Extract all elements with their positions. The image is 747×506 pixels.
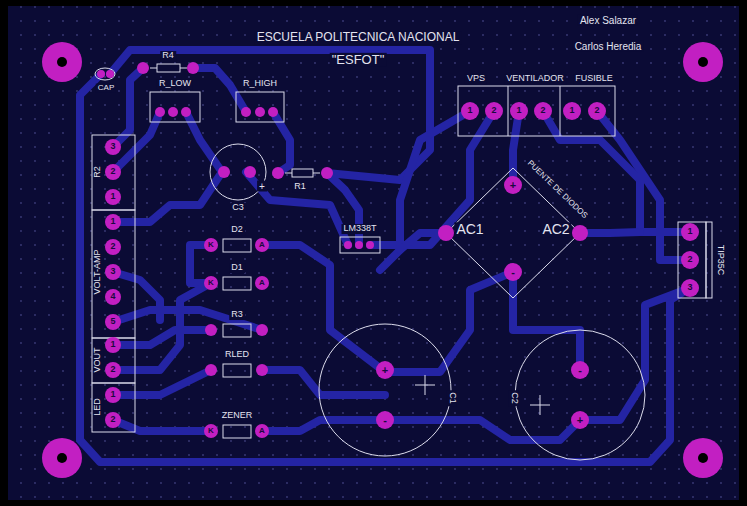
silkscreen-label: R2 [93, 164, 103, 180]
silkscreen-label: FUSIBLE [573, 74, 615, 84]
silkscreen-label: C3 [230, 203, 246, 213]
pad-label: 3 [110, 267, 115, 277]
pad-label: 4 [110, 292, 115, 302]
pad-label: 1 [110, 390, 115, 400]
pad-label: - [511, 266, 515, 278]
silkscreen-label: VOUT [93, 345, 103, 374]
silkscreen-label: AC2 [540, 222, 571, 237]
silkscreen-label: Alex Salazar [578, 15, 638, 26]
silkscreen-label: VOLT-AMP [93, 248, 103, 297]
pad-label: 3 [687, 283, 692, 293]
pad-label: + [510, 179, 516, 191]
silkscreen-label: AC1 [454, 222, 485, 237]
pad-label: 3 [110, 142, 115, 152]
pad-label: - [578, 364, 582, 376]
pad-label: + [577, 414, 583, 426]
silkscreen-label: + [257, 181, 267, 192]
pad-label: 2 [491, 106, 496, 116]
pad-label: 1 [516, 106, 521, 116]
silkscreen-label: D2 [229, 225, 245, 235]
pad-label: 1 [110, 340, 115, 350]
pad-label: 2 [687, 255, 692, 265]
pad-label: 2 [110, 365, 115, 375]
pad-label: 2 [594, 106, 599, 116]
silkscreen-label: "ESFOT" [330, 53, 387, 67]
silkscreen-label: C2 [509, 390, 519, 406]
pad-label: 1 [569, 106, 574, 116]
pad-label: 2 [110, 167, 115, 177]
silkscreen-label: R4 [160, 51, 176, 61]
pad-label: 2 [110, 415, 115, 425]
pad-label: 2 [110, 242, 115, 252]
silkscreen-label: C1 [447, 390, 457, 406]
silkscreen-label: CAP [96, 84, 116, 93]
pad-label: - [383, 414, 387, 426]
silkscreen-label: R_LOW [157, 79, 193, 89]
board-title: ESCUELA POLITECNICA NACIONAL [255, 31, 462, 44]
pad-label: K [208, 241, 214, 250]
pad-label: A [259, 241, 265, 250]
pad-label: K [208, 427, 214, 436]
silkscreen-label: VENTILADOR [504, 74, 566, 84]
pad-label: 1 [467, 106, 472, 116]
pad-label: 5 [110, 317, 115, 327]
pad-label: + [382, 364, 388, 376]
pad-label: A [259, 279, 265, 288]
silkscreen-label: R_HIGH [241, 79, 279, 89]
silkscreen-label: R3 [229, 310, 245, 320]
pad-label: 2 [540, 106, 545, 116]
silkscreen-label: Carlos Heredia [573, 41, 644, 52]
pad-label: 1 [110, 217, 115, 227]
silkscreen-label: LM338T [341, 224, 378, 234]
silkscreen-label: VPS [465, 74, 487, 84]
pad-label: A [259, 427, 265, 436]
pad-label: 1 [110, 192, 115, 202]
silkscreen-label: R1 [292, 182, 308, 192]
silkscreen-label: LED [93, 396, 103, 418]
silkscreen-label: ZENER [220, 411, 255, 421]
pad-label: 1 [687, 227, 692, 237]
silkscreen-label: RLED [223, 350, 251, 360]
pad-label: K [208, 279, 214, 288]
silkscreen-label: D1 [229, 263, 245, 273]
silkscreen-label: TIP35C [715, 243, 725, 278]
